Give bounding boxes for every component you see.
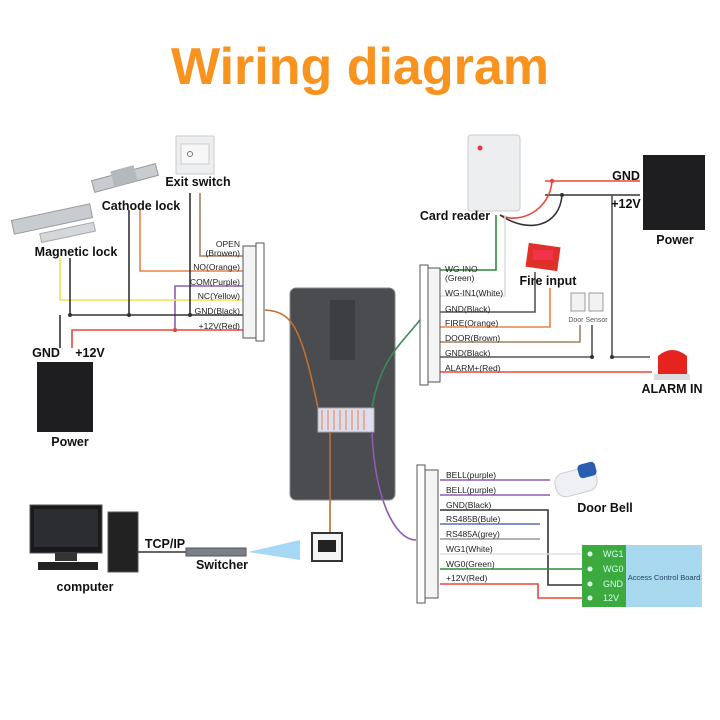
right-bottom-wires <box>440 479 590 599</box>
right-top-terminal-block <box>419 264 441 386</box>
terminal-no-label: NO(Orange) <box>193 262 240 272</box>
left-terminal-block <box>242 242 265 342</box>
alarm-in-label: ALARM IN <box>641 382 702 396</box>
exit-switch <box>175 135 215 175</box>
left-wires <box>59 193 245 348</box>
fire-input-button <box>525 242 561 272</box>
tcpip-label: TCP/IP <box>145 537 185 551</box>
board-pin-wg0: WG0 <box>603 564 624 574</box>
terminal-nc-label: NC(Yellow) <box>198 291 240 301</box>
access-controller-device <box>289 287 396 501</box>
right-gnd-label: GND <box>612 169 640 183</box>
terminal-gnd2-label: GND(Black) <box>445 348 491 358</box>
terminal-wg1-label: WG1(White) <box>446 544 493 554</box>
right-power-label: Power <box>656 233 694 247</box>
terminal-open-label: OPEN <box>216 239 240 249</box>
cathode-lock <box>90 163 160 193</box>
right-top-wires <box>440 178 652 373</box>
terminal-gnd-label: GND(Black) <box>445 304 491 314</box>
access-control-board-label: Access Control Board <box>628 573 701 582</box>
left-12v-label: +12V <box>75 346 105 360</box>
door-sensor-label: Door Sensor <box>568 317 608 324</box>
magnetic-lock-label: Magnetic lock <box>35 245 118 259</box>
rj45-connector <box>311 532 343 562</box>
cathode-lock-label: Cathode lock <box>102 199 181 213</box>
terminal-12v-label: +12V(Red) <box>446 573 488 583</box>
left-gnd-label: GND <box>32 346 60 360</box>
computer-label: computer <box>57 580 114 594</box>
board-pin-12v: 12V <box>603 593 619 603</box>
fire-input-label: Fire input <box>520 274 578 288</box>
terminal-fire-label: FIRE(Orange) <box>445 318 499 328</box>
page-title: Wiring diagram <box>171 38 549 96</box>
board-pin-wg1: WG1 <box>603 549 624 559</box>
door-bell <box>554 461 598 498</box>
access-control-board <box>582 545 702 607</box>
door-sensor <box>570 292 604 312</box>
right-top-cable <box>371 319 421 409</box>
terminal-bell2-label: BELL(purple) <box>446 485 496 495</box>
terminal-rs485b-label: RS485B(Bule) <box>446 514 501 524</box>
right-bottom-terminal-block <box>416 464 439 604</box>
network-switch <box>185 547 247 557</box>
terminal-door-label: DOOR(Brown) <box>445 333 500 343</box>
terminal-wg-in0-label: WG-INO <box>445 264 478 274</box>
terminal-wg-in0-color-label: (Green) <box>445 273 474 283</box>
right-power-supply <box>643 155 705 230</box>
terminal-wg-in1-label: WG-IN1(White) <box>445 288 503 298</box>
computer <box>29 504 139 573</box>
card-reader-label: Card reader <box>420 209 490 223</box>
terminal-open-color-label: (Browen) <box>206 248 241 258</box>
card-reader <box>467 134 521 212</box>
terminal-gnd-label: GND(Black) <box>446 500 492 510</box>
left-cable <box>264 309 319 409</box>
terminal-gnd-label: GND(Black) <box>195 306 241 316</box>
board-pin-gnd: GND <box>603 579 624 589</box>
magnetic-lock <box>10 203 97 244</box>
terminal-12v-label: +12V(Red) <box>199 321 241 331</box>
left-power-supply <box>37 362 93 432</box>
terminal-com-label: COM(Purple) <box>190 277 240 287</box>
terminal-bell1-label: BELL(purple) <box>446 470 496 480</box>
door-bell-label: Door Bell <box>577 501 633 515</box>
exit-switch-label: Exit switch <box>165 175 230 189</box>
network-cable-fan <box>248 540 300 560</box>
terminal-rs485a-label: RS485A(grey) <box>446 529 500 539</box>
terminal-alarm-label: ALARM+(Red) <box>445 363 501 373</box>
switcher-label: Switcher <box>196 558 248 572</box>
alarm-siren <box>654 350 690 380</box>
left-power-label: Power <box>51 435 89 449</box>
right-12v-label: +12V <box>611 197 641 211</box>
right-bottom-cable <box>371 431 417 541</box>
terminal-wg0-label: WG0(Green) <box>446 559 495 569</box>
